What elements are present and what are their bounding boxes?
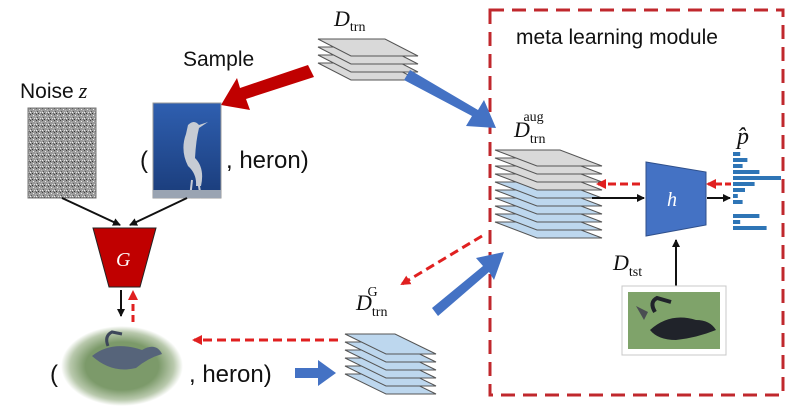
arrow-noise-to-g	[61, 197, 121, 226]
h-label: h	[667, 189, 677, 211]
d-trn-label: Dtrn	[333, 6, 365, 35]
histogram-bar	[733, 226, 767, 230]
h-learner-block	[645, 161, 707, 237]
arrow-dtrn-to-daug	[404, 70, 496, 128]
histogram-bar	[733, 220, 741, 224]
histogram-bar	[733, 152, 741, 156]
heron-image-top	[152, 102, 222, 199]
histogram-bar	[733, 200, 743, 204]
arrow-dg-to-daug	[432, 252, 504, 316]
histogram-bar	[733, 170, 760, 174]
generator-label: G	[116, 249, 131, 271]
histogram-bar	[733, 158, 748, 162]
generator-block	[92, 227, 157, 288]
pair-open-top: (	[140, 147, 148, 174]
histogram-bar	[733, 176, 781, 180]
generated-heron-image	[61, 326, 183, 406]
d-aug-label: Dtrnaug	[513, 110, 545, 147]
pair-open-bottom: (	[50, 361, 58, 388]
histogram-bar	[733, 194, 738, 198]
arrow-image-to-g	[129, 197, 188, 226]
histogram-bar	[733, 214, 760, 218]
d-trn-stack	[317, 38, 419, 81]
histogram-bar	[733, 188, 745, 192]
pair-close-bottom: , heron)	[189, 361, 272, 388]
noise-image	[27, 107, 97, 199]
p-hat-label: p̂	[735, 124, 749, 150]
d-aug-stack	[494, 149, 603, 239]
sample-arrow	[221, 65, 314, 110]
test-heron-image	[621, 285, 727, 356]
prediction-histogram	[733, 152, 781, 230]
pair-close-top: , heron)	[226, 147, 309, 174]
meta-module-title: meta learning module	[516, 26, 718, 49]
meta-learning-module-frame	[488, 8, 785, 397]
histogram-bar	[733, 182, 755, 186]
histogram-bar	[733, 164, 743, 168]
d-g-label: DtrnG	[355, 285, 387, 320]
d-tst-label: Dtst	[612, 250, 642, 280]
d-g-stack	[344, 333, 437, 395]
arrow-generated-to-dg	[295, 360, 336, 386]
feedback-daug-to-dg	[400, 234, 483, 286]
sample-label: Sample	[183, 48, 254, 71]
